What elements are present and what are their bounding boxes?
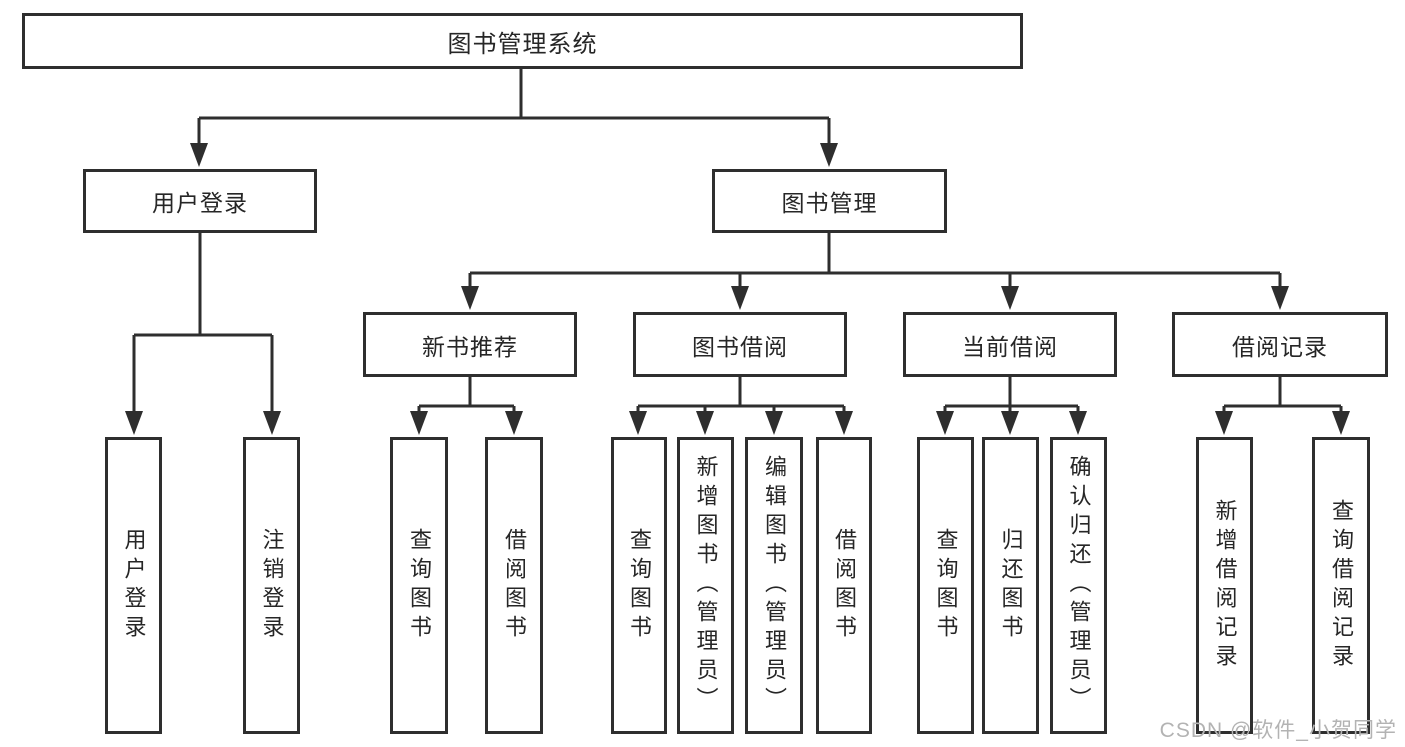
node-label: 图书管理 (781, 190, 878, 216)
arrowhead (1001, 411, 1019, 435)
node-label: 新增图书（管理员） (693, 455, 719, 716)
leaf-add-book-admin: 新增图书（管理员） (677, 437, 734, 734)
node-borrow-record: 借阅记录 (1172, 312, 1388, 377)
leaf-query-book-current: 查询图书 (917, 437, 974, 734)
arrowhead (1332, 411, 1350, 435)
arrowhead (835, 411, 853, 435)
node-label: 查询图书 (407, 527, 432, 644)
node-label: 借阅图书 (832, 527, 857, 644)
leaf-query-book-recommend: 查询图书 (390, 437, 448, 734)
node-book-management: 图书管理 (712, 169, 947, 233)
arrowhead (1001, 286, 1019, 310)
arrowhead (696, 411, 714, 435)
connector-newbook-to-leaves (417, 377, 516, 414)
node-label: 新增借阅记录 (1212, 498, 1238, 673)
arrowhead (263, 411, 281, 435)
connector-bookmgmt-to-level3 (468, 233, 1282, 290)
arrowhead (936, 411, 954, 435)
node-label: 查询图书 (627, 527, 652, 644)
node-label: 借阅图书 (502, 527, 527, 644)
csdn-watermark: CSDN @软件_小贺同学 (1159, 719, 1397, 742)
node-label: 图书借阅 (692, 333, 788, 360)
leaf-edit-book-admin: 编辑图书（管理员） (745, 437, 803, 734)
leaf-confirm-return-admin: 确认归还（管理员） (1050, 437, 1107, 734)
leaf-add-borrow-record: 新增借阅记录 (1196, 437, 1253, 734)
connector-root-to-level2 (197, 69, 831, 146)
arrowhead (505, 411, 523, 435)
leaf-logout: 注销登录 (243, 437, 300, 734)
node-book-borrow: 图书借阅 (633, 312, 847, 377)
node-label: 新书推荐 (422, 333, 518, 360)
arrowhead (820, 143, 838, 167)
arrowhead (410, 411, 428, 435)
node-label: 注销登录 (259, 527, 285, 644)
arrowhead (1215, 411, 1233, 435)
node-label: 用户登录 (152, 190, 248, 216)
arrowhead (1069, 411, 1087, 435)
leaf-return-book: 归还图书 (982, 437, 1039, 734)
node-label: 借阅记录 (1232, 333, 1328, 360)
node-label: 当前借阅 (962, 333, 1058, 360)
node-user-login: 用户登录 (83, 169, 317, 233)
connector-currentborrow-to-leaves (943, 377, 1080, 414)
node-library-management-system: 图书管理系统 (22, 13, 1023, 69)
connector-userlogin-to-leaves (132, 233, 274, 414)
arrowhead (765, 411, 783, 435)
node-label: 归还图书 (998, 527, 1024, 644)
leaf-borrow-book: 借阅图书 (816, 437, 872, 734)
arrowhead (125, 411, 143, 435)
node-label: 编辑图书（管理员） (762, 455, 787, 716)
arrowhead (461, 286, 479, 310)
node-new-book-recommend: 新书推荐 (363, 312, 577, 377)
node-label: 用户登录 (121, 527, 147, 644)
node-label: 图书管理系统 (447, 30, 598, 58)
connector-bookborrow-to-leaves (636, 377, 846, 414)
arrowhead (629, 411, 647, 435)
leaf-borrow-book-recommend: 借阅图书 (485, 437, 543, 734)
arrowhead (731, 286, 749, 310)
node-label: 查询借阅记录 (1329, 498, 1354, 673)
leaf-query-book-borrow: 查询图书 (611, 437, 667, 734)
arrowhead (1271, 286, 1289, 310)
arrowhead (190, 143, 208, 167)
node-label: 确认归还（管理员） (1066, 455, 1092, 716)
leaf-user-login: 用户登录 (105, 437, 162, 734)
node-label: 查询图书 (933, 527, 959, 644)
connector-borrowrecord-to-leaves (1222, 377, 1343, 414)
leaf-query-borrow-record: 查询借阅记录 (1312, 437, 1370, 734)
node-current-borrow: 当前借阅 (903, 312, 1117, 377)
